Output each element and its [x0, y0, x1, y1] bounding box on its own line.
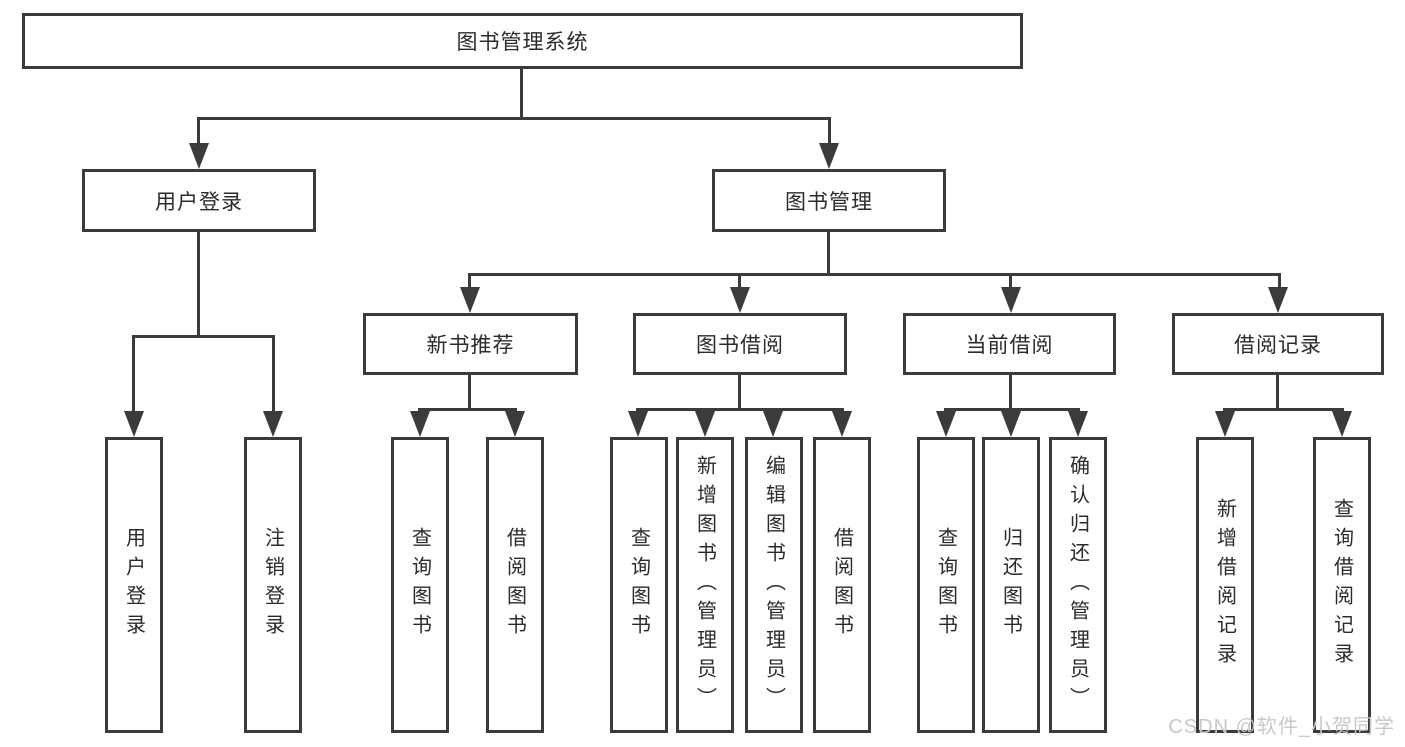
leaf-add-borrow-record-label: 新增借阅记录: [1213, 498, 1236, 672]
arrow-down-icon: [460, 287, 480, 313]
connector-line: [1009, 273, 1012, 291]
connector-line: [468, 375, 471, 411]
leaf-return-book: 归还图书: [982, 437, 1040, 733]
leaf-query-borrow-record: 查询借阅记录: [1313, 437, 1371, 733]
arrow-down-icon: [628, 411, 648, 437]
arrow-down-icon: [124, 411, 144, 437]
arrow-down-icon: [936, 411, 956, 437]
leaf-query-borrow-record-label: 查询借阅记录: [1330, 498, 1353, 672]
arrow-down-icon: [505, 411, 525, 437]
leaf-logout: 注销登录: [244, 437, 302, 733]
arrow-down-icon: [1001, 411, 1021, 437]
node-book-borrow-label: 图书借阅: [696, 334, 784, 357]
leaf-add-book-admin-label: 新增图书（管理员）: [693, 454, 716, 716]
connector-line: [828, 117, 831, 149]
leaf-edit-book-admin: 编辑图书（管理员）: [745, 437, 803, 733]
connector-line: [1278, 273, 1281, 291]
arrow-down-icon: [410, 411, 430, 437]
connector-line: [738, 273, 741, 291]
arrow-down-icon: [730, 287, 750, 313]
leaf-query-book-3: 查询图书: [917, 437, 975, 733]
connector-line: [1009, 375, 1012, 411]
leaf-edit-book-admin-label: 编辑图书（管理员）: [762, 454, 785, 716]
connector-line: [636, 408, 844, 411]
arrow-down-icon: [1068, 411, 1088, 437]
connector-line: [272, 335, 275, 415]
connector-line: [738, 375, 741, 411]
connector-line: [468, 273, 471, 291]
arrow-down-icon: [819, 143, 839, 169]
leaf-add-book-admin: 新增图书（管理员）: [676, 437, 734, 733]
watermark: CSDN @软件_小贺同学: [1168, 716, 1395, 738]
node-book-borrow: 图书借阅: [633, 313, 847, 375]
leaf-user-login-label: 用户登录: [122, 527, 145, 643]
leaf-add-borrow-record: 新增借阅记录: [1196, 437, 1254, 733]
leaf-user-login: 用户登录: [105, 437, 163, 733]
connector-line: [520, 69, 523, 119]
leaf-query-book-3-label: 查询图书: [934, 527, 957, 643]
arrow-down-icon: [832, 411, 852, 437]
connector-line: [468, 273, 1281, 276]
leaf-query-book-2-label: 查询图书: [627, 527, 650, 643]
node-book-management-label: 图书管理: [785, 190, 873, 214]
arrow-down-icon: [189, 143, 209, 169]
leaf-query-book-1: 查询图书: [391, 437, 449, 733]
connector-line: [1276, 375, 1279, 411]
node-borrow-records: 借阅记录: [1172, 313, 1384, 375]
connector-line: [132, 335, 275, 338]
leaf-query-book-2: 查询图书: [610, 437, 668, 733]
leaf-confirm-return-admin-label: 确认归还（管理员）: [1066, 454, 1089, 716]
leaf-borrow-book-2-label: 借阅图书: [830, 527, 853, 643]
arrow-down-icon: [695, 411, 715, 437]
arrow-down-icon: [1332, 411, 1352, 437]
node-root: 图书管理系统: [22, 13, 1023, 69]
node-borrow-records-label: 借阅记录: [1234, 334, 1322, 357]
connector-line: [827, 232, 830, 275]
connector-line: [418, 408, 517, 411]
connector-line: [132, 335, 135, 415]
arrow-down-icon: [1215, 411, 1235, 437]
node-current-borrow-label: 当前借阅: [965, 334, 1054, 357]
leaf-logout-label: 注销登录: [261, 527, 284, 643]
node-current-borrow: 当前借阅: [903, 313, 1116, 375]
node-user-login-label: 用户登录: [155, 190, 243, 214]
leaf-borrow-book-1-label: 借阅图书: [503, 527, 526, 643]
leaf-query-book-1-label: 查询图书: [408, 527, 431, 643]
arrow-down-icon: [1268, 287, 1288, 313]
leaf-return-book-label: 归还图书: [999, 527, 1022, 643]
node-new-book-recommend-label: 新书推荐: [426, 334, 515, 357]
leaf-confirm-return-admin: 确认归还（管理员）: [1049, 437, 1107, 733]
connector-line: [197, 117, 200, 149]
arrow-down-icon: [263, 411, 283, 437]
leaf-borrow-book-2: 借阅图书: [813, 437, 871, 733]
connector-line: [1223, 408, 1344, 411]
node-user-login: 用户登录: [82, 169, 316, 232]
arrow-down-icon: [763, 411, 783, 437]
node-book-management: 图书管理: [712, 169, 946, 232]
connector-line: [197, 232, 200, 337]
node-new-book-recommend: 新书推荐: [363, 313, 578, 375]
connector-line: [944, 408, 1080, 411]
node-root-label: 图书管理系统: [456, 31, 589, 54]
arrow-down-icon: [1001, 287, 1021, 313]
leaf-borrow-book-1: 借阅图书: [486, 437, 544, 733]
connector-line: [197, 117, 831, 120]
